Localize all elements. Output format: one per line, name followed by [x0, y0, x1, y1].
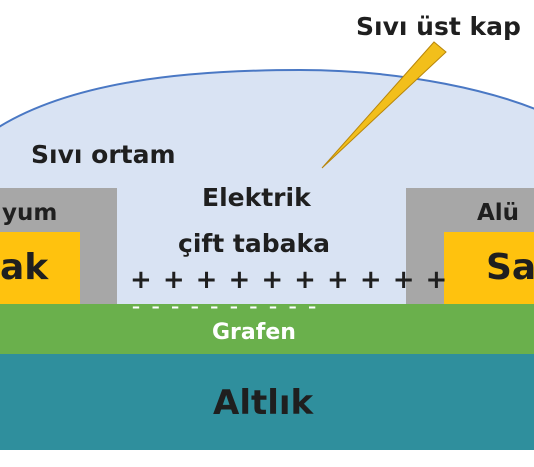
double-layer-label-line2: çift tabaka [178, 229, 331, 258]
plus-charges: + + + + + + + + + + [130, 265, 449, 295]
top-gate-probe [321, 41, 447, 169]
liquid-medium-dome [0, 68, 534, 306]
top-gate-label: Sıvı üst kap [356, 12, 521, 41]
aluminum-right-label: Alü [477, 200, 520, 226]
aluminum-left-label: yum [2, 200, 58, 226]
contact-right-label: Sa [486, 247, 534, 288]
contact-right [444, 232, 534, 304]
double-layer-label-line1: Elektrik [202, 183, 311, 212]
liquid-medium-label: Sıvı ortam [31, 140, 176, 169]
contact-left-label: ak [0, 247, 49, 288]
substrate-layer [0, 354, 534, 450]
contact-left [0, 232, 80, 304]
minus-charges: – – – – – – – – – – [132, 297, 320, 316]
substrate-label: Altlık [213, 383, 314, 423]
graphene-layer [0, 304, 534, 354]
graphene-label: Grafen [212, 320, 296, 345]
